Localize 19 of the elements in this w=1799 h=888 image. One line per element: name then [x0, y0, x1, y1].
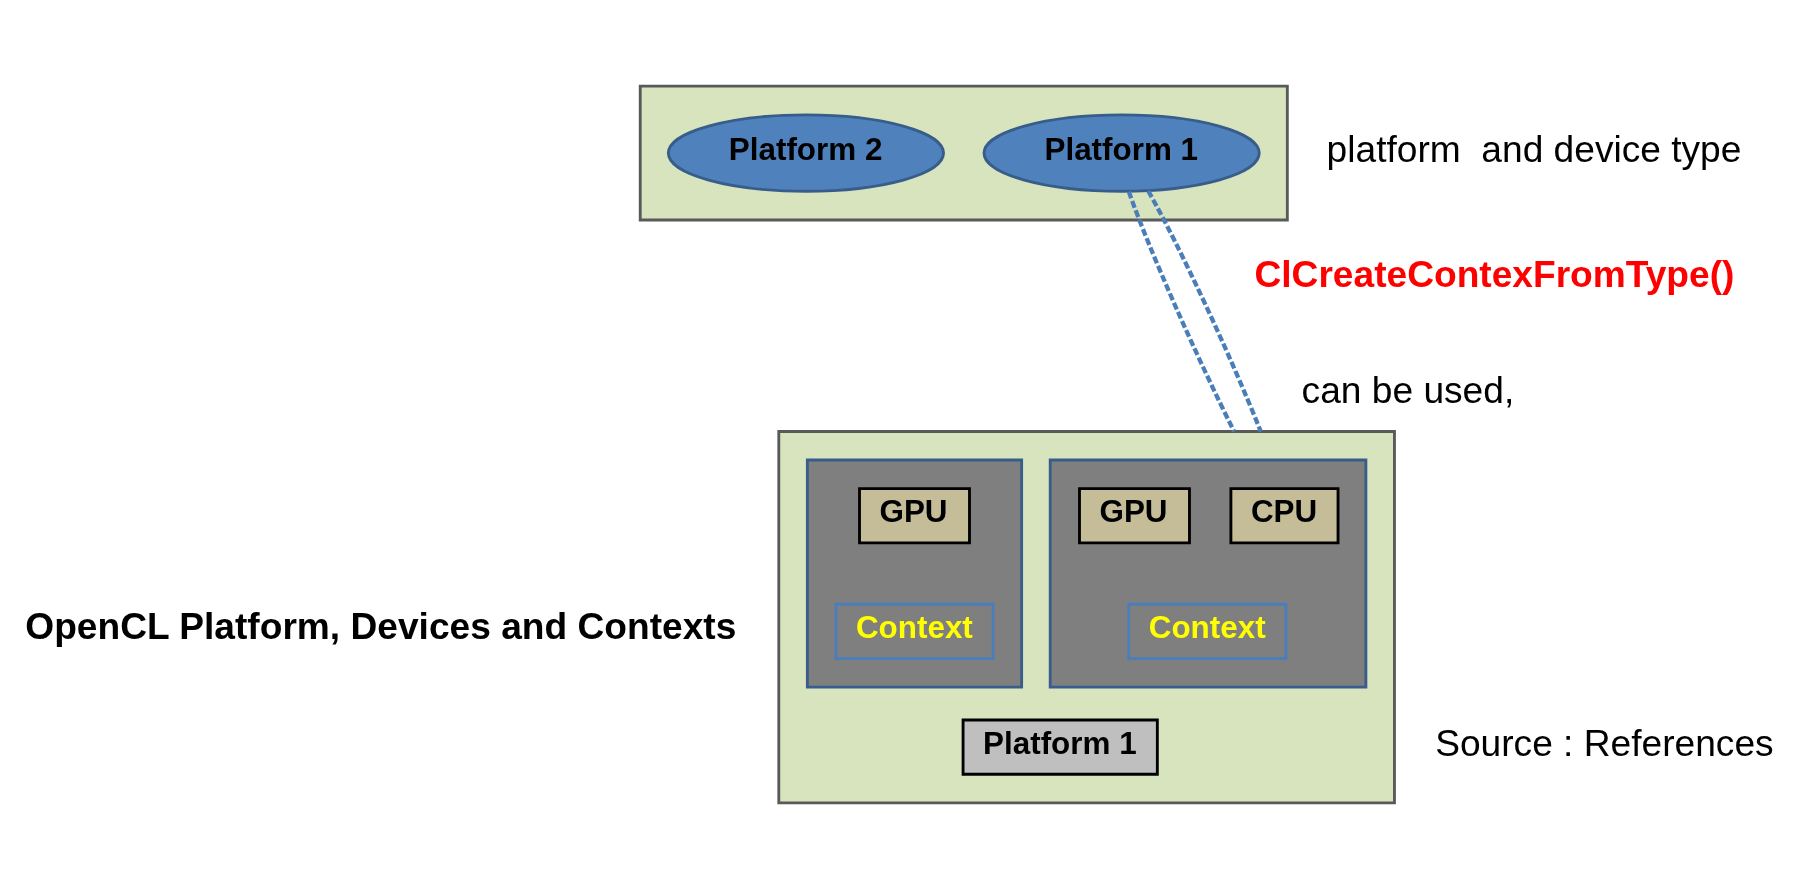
- cluster: [777, 429, 1396, 804]
- node-box: GPU: [1078, 486, 1191, 544]
- label: can be used,: [1301, 368, 1515, 411]
- node-box: CPU: [1229, 486, 1340, 544]
- connector: [1146, 189, 1263, 432]
- cluster: [638, 84, 1289, 221]
- cluster: [1048, 458, 1368, 689]
- cluster: [805, 458, 1024, 689]
- node-ellipse: Platform 2: [666, 112, 945, 193]
- node-box: Context: [1127, 602, 1288, 660]
- connector: [1126, 190, 1237, 432]
- node-box: Context: [834, 602, 995, 660]
- label: Source : References: [1435, 721, 1774, 764]
- node-ellipse: Platform 1: [982, 112, 1261, 193]
- node-box: Platform 1: [961, 718, 1159, 776]
- label: platform and device type: [1326, 127, 1742, 170]
- node-box: GPU: [858, 486, 971, 544]
- label: ClCreateContexFromType(): [1254, 252, 1735, 295]
- label: OpenCL Platform, Devices and Contexts: [25, 604, 737, 647]
